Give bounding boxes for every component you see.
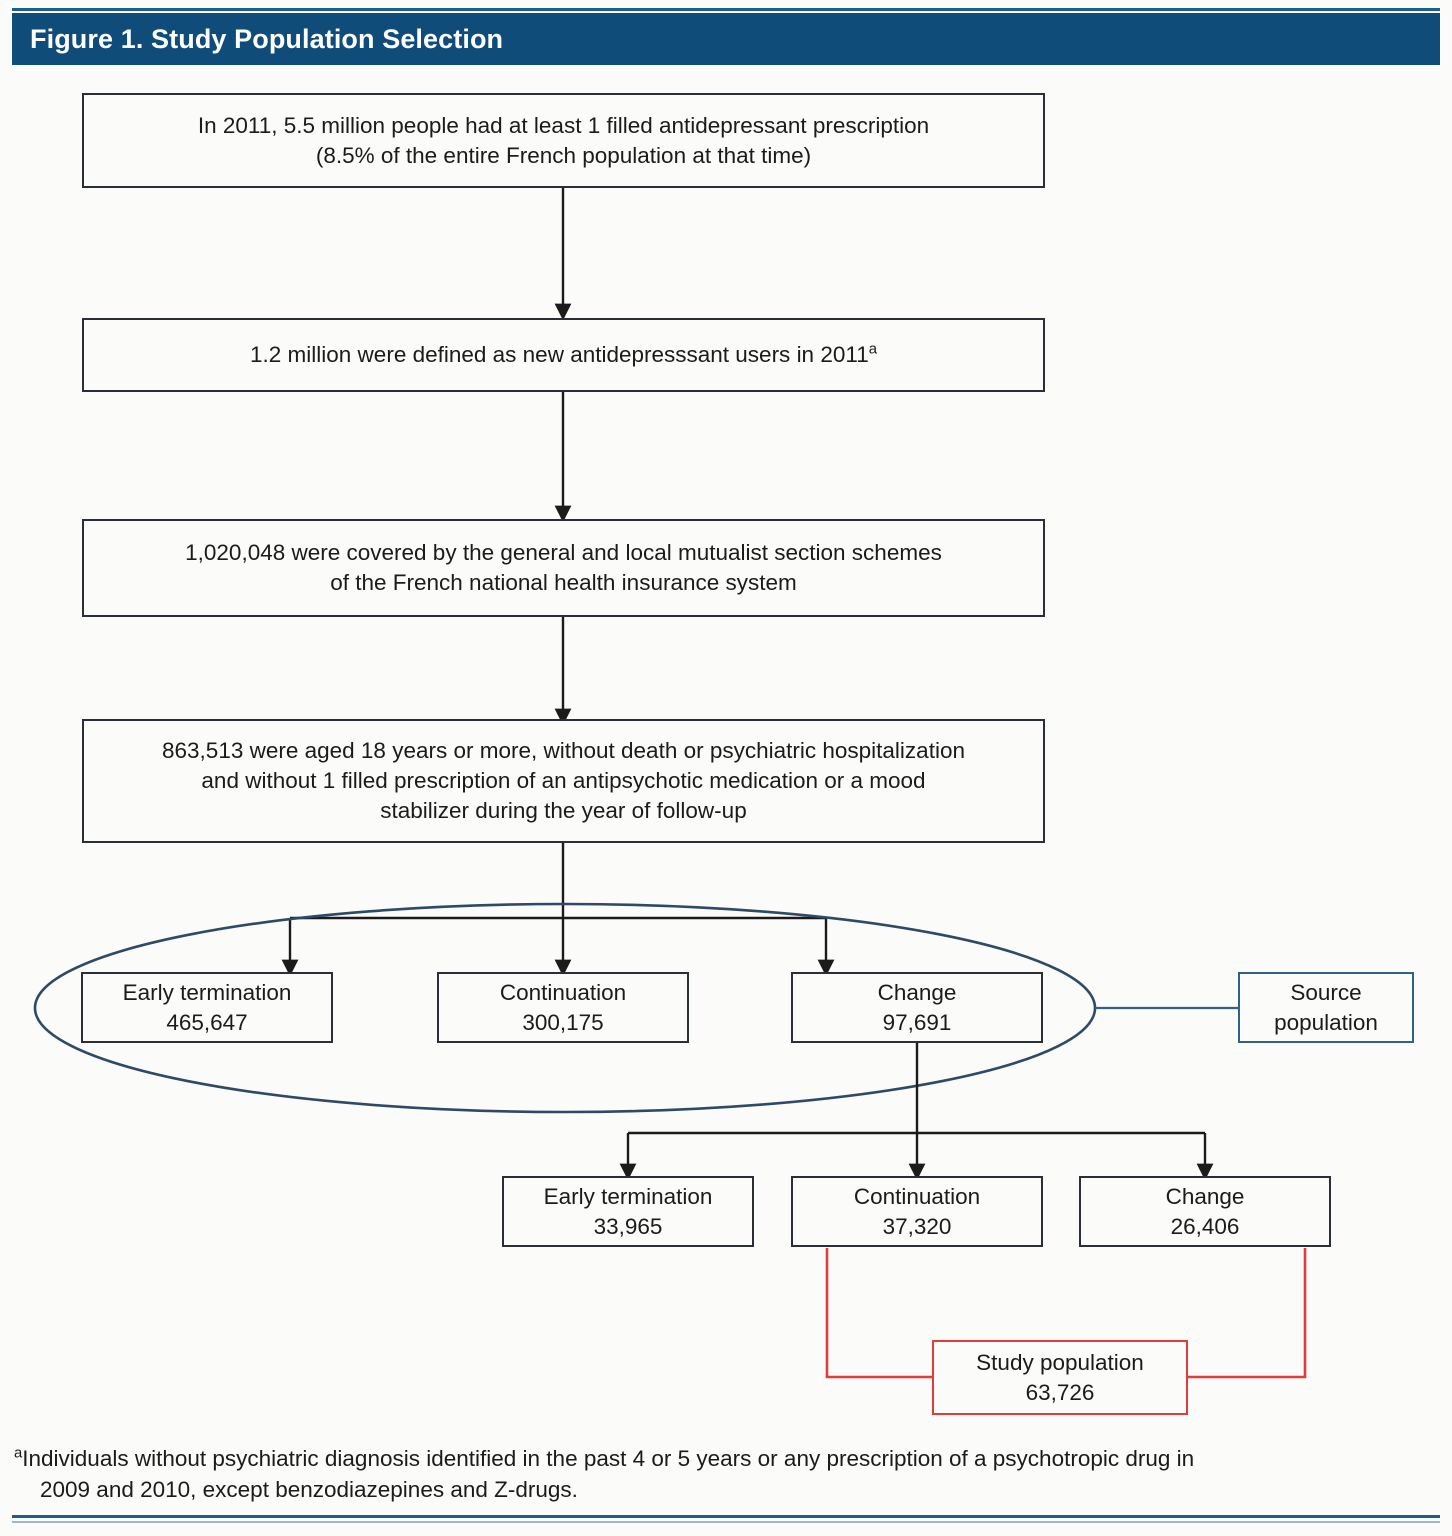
- footnote-line1: Individuals without psychiatric diagnosi…: [22, 1446, 1195, 1471]
- figure-title: Figure 1. Study Population Selection: [30, 24, 504, 54]
- top-divider-rule: [12, 8, 1440, 11]
- source-population-line1: Source: [1290, 979, 1362, 1005]
- study-population-box: Study population 63,726: [932, 1340, 1188, 1415]
- tier2-box-change: Change 26,406: [1079, 1176, 1331, 1247]
- footnote-line2: 2009 and 2010, except benzodiazepines an…: [40, 1477, 578, 1502]
- tier1-early-termination-label: Early termination: [122, 979, 292, 1005]
- tier2-early-termination-label: Early termination: [543, 1183, 713, 1209]
- bottom-divider-rule-secondary: [12, 1521, 1440, 1523]
- tier1-box-early-termination: Early termination 465,647: [81, 972, 333, 1043]
- step3-box: 1,020,048 were covered by the general an…: [82, 519, 1045, 617]
- footnote-block: aIndividuals without psychiatric diagnos…: [14, 1446, 1194, 1471]
- tier2-change-label: Change: [1165, 1183, 1245, 1209]
- step1-box: In 2011, 5.5 million people had at least…: [82, 93, 1045, 188]
- step4-line3: stabilizer during the year of follow-up: [380, 798, 747, 823]
- connector-change-to-study-population: [1188, 1248, 1307, 1379]
- figure-footnote: aIndividuals without psychiatric diagnos…: [14, 1443, 1426, 1505]
- tier1-continuation-value: 300,175: [522, 1009, 604, 1035]
- study-population-label: Study population: [976, 1349, 1144, 1375]
- step4-box: 863,513 were aged 18 years or more, with…: [82, 719, 1045, 843]
- tier2-continuation-value: 37,320: [882, 1213, 952, 1239]
- figure-header-bar: Figure 1. Study Population Selection: [12, 13, 1440, 65]
- tier2-box-continuation: Continuation 37,320: [791, 1176, 1043, 1247]
- tier1-box-continuation: Continuation 300,175: [437, 972, 689, 1043]
- source-population-box: Source population: [1238, 972, 1414, 1043]
- bottom-divider-rule-primary: [12, 1515, 1440, 1518]
- step1-line2: (8.5% of the entire French population at…: [315, 142, 812, 168]
- tier2-continuation-label: Continuation: [853, 1183, 981, 1209]
- connector-continuation-to-study-population: [825, 1248, 932, 1379]
- study-population-value: 63,726: [1025, 1379, 1095, 1405]
- step4-line2: and without 1 filled prescription of an …: [201, 768, 926, 793]
- step1-line1: In 2011, 5.5 million people had at least…: [197, 112, 930, 138]
- step2-line1: 1.2 million were defined as new antidepr…: [250, 341, 877, 367]
- tier1-early-termination-value: 465,647: [166, 1009, 248, 1035]
- tier2-change-value: 26,406: [1170, 1213, 1240, 1239]
- tier1-continuation-label: Continuation: [499, 979, 627, 1005]
- step2-footnote-marker: a: [868, 341, 877, 358]
- tier1-change-label: Change: [877, 979, 957, 1005]
- tier1-box-change: Change 97,691: [791, 972, 1043, 1043]
- step3-line2: of the French national health insurance …: [330, 570, 797, 595]
- tier2-box-early-termination: Early termination 33,965: [502, 1176, 754, 1247]
- step2-box: 1.2 million were defined as new antidepr…: [82, 318, 1045, 392]
- tier1-change-value: 97,691: [882, 1009, 952, 1035]
- step4-line1: 863,513 were aged 18 years or more, with…: [162, 738, 965, 763]
- tier2-early-termination-value: 33,965: [593, 1213, 663, 1239]
- step3-line1: 1,020,048 were covered by the general an…: [185, 540, 942, 565]
- source-population-line2: population: [1274, 1009, 1378, 1035]
- footnote-marker: a: [14, 1445, 23, 1462]
